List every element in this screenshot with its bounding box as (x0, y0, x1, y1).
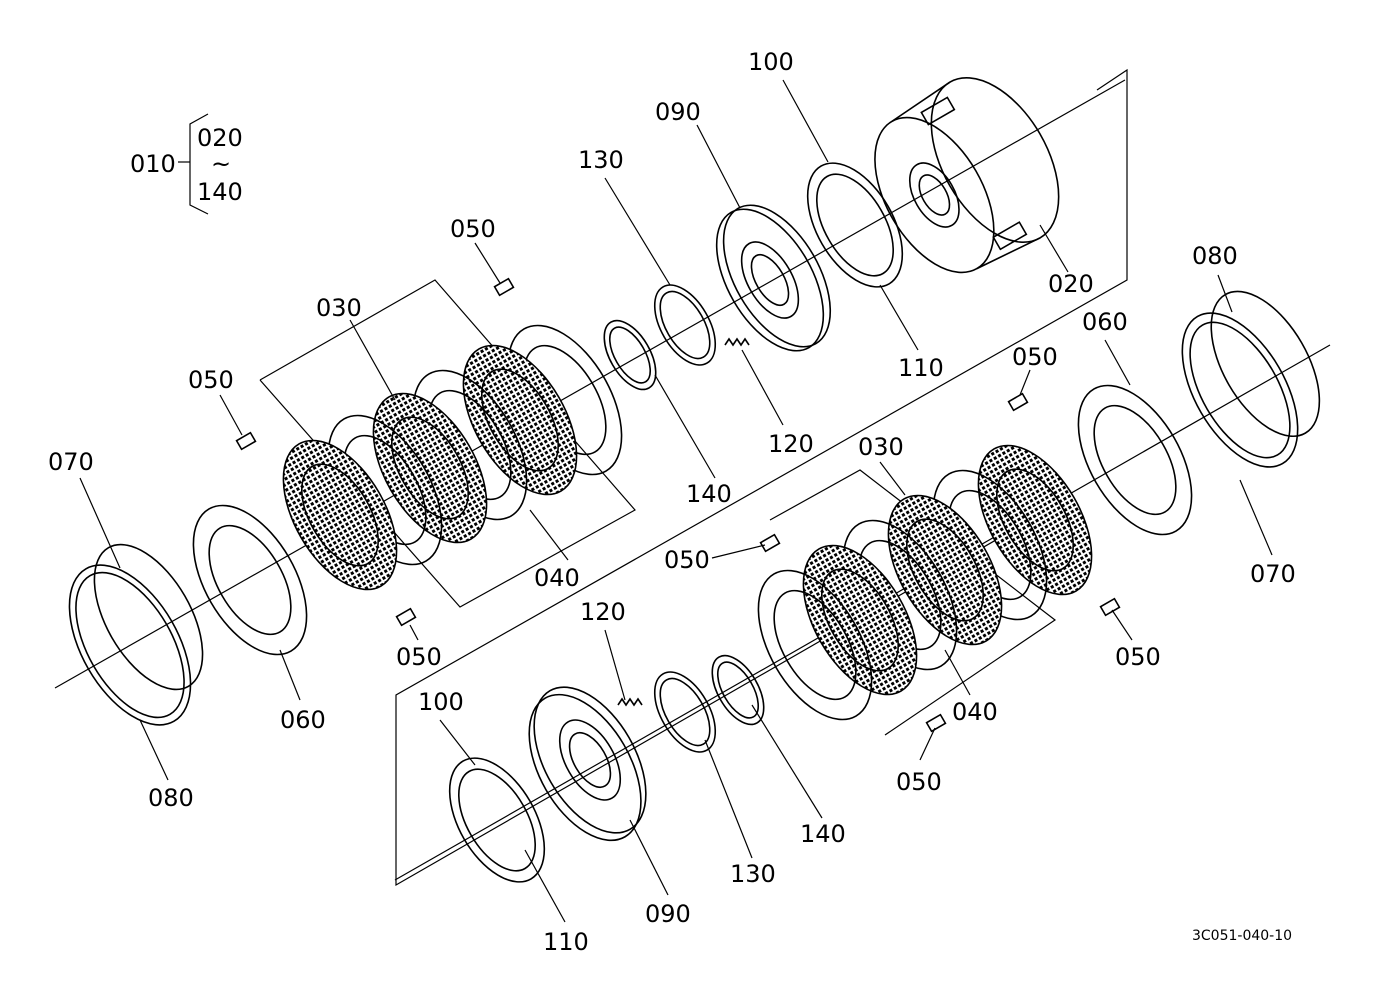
part-label: 050 (664, 546, 710, 574)
part-label: 030 (316, 294, 362, 322)
part-label: 080 (148, 784, 194, 812)
part-label: 070 (1250, 560, 1296, 588)
pins (235, 277, 1121, 733)
legend-bracket (178, 113, 209, 215)
drawing-code: 3C051-040-10 (1192, 928, 1292, 944)
part-label: 140 (686, 480, 732, 508)
part-label: 050 (1115, 643, 1161, 671)
spring-upper (724, 337, 750, 347)
upper-clutch-stack (282, 324, 623, 591)
part-label: 110 (543, 928, 589, 956)
lower-clutch-stack (757, 444, 1093, 721)
part-label: 100 (748, 48, 794, 76)
part-label: 050 (450, 215, 496, 243)
clutch-drum (874, 77, 1060, 274)
washer-lower (653, 671, 717, 753)
legend-range-sep: ~ (211, 150, 231, 178)
part-label: 060 (280, 706, 326, 734)
dish-plate-lower (448, 757, 546, 883)
part-label: 050 (396, 643, 442, 671)
part-label: 130 (730, 860, 776, 888)
part-label: 090 (645, 900, 691, 928)
snap-ring-left (68, 543, 204, 726)
part-label: 120 (580, 598, 626, 626)
part-label: 120 (768, 430, 814, 458)
legend-range-end: 140 (197, 178, 243, 206)
part-label: 140 (800, 820, 846, 848)
leader-lines (79, 79, 1273, 923)
part-label: 040 (952, 698, 998, 726)
part-label: 110 (898, 354, 944, 382)
spring-lower (617, 697, 643, 707)
piston-upper (715, 204, 832, 352)
part-label: 050 (1012, 343, 1058, 371)
part-label: 060 (1082, 308, 1128, 336)
part-label: 130 (578, 146, 624, 174)
snap-ring-upper (603, 319, 657, 391)
end-plate-right (1077, 384, 1193, 536)
part-label: 030 (858, 433, 904, 461)
washer-upper (653, 284, 717, 366)
dish-plate-upper (806, 162, 904, 288)
part-label: 100 (418, 688, 464, 716)
part-label: 040 (534, 564, 580, 592)
snap-ring-lower (711, 654, 765, 726)
part-label: 070 (48, 448, 94, 476)
end-plate-left (192, 504, 308, 656)
part-label: 050 (896, 768, 942, 796)
part-label: 050 (188, 366, 234, 394)
legend-range-start: 020 (197, 124, 243, 152)
legend-assembly: 010 (130, 150, 176, 178)
piston-lower (528, 686, 647, 842)
part-label: 080 (1192, 242, 1238, 270)
part-label: 020 (1048, 270, 1094, 298)
part-label: 090 (655, 98, 701, 126)
snap-ring-right (1181, 290, 1321, 468)
